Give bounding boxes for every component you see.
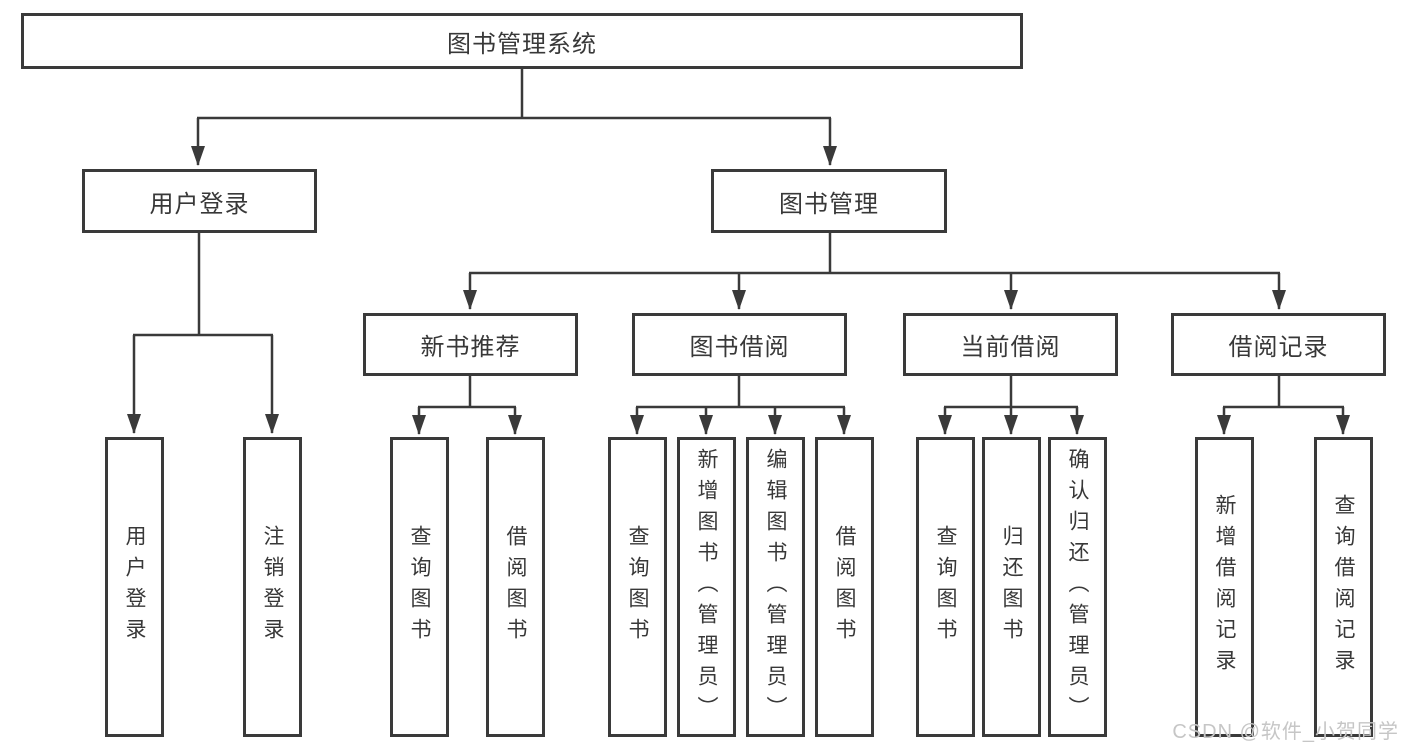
leaf-query-books-recommend: 查询图书 bbox=[390, 437, 449, 737]
leaf-user-login-label: 用户登录 bbox=[123, 525, 146, 649]
node-root-label: 图书管理系统 bbox=[447, 30, 597, 58]
node-new-book-recommend-label: 新书推荐 bbox=[420, 334, 521, 361]
node-book-borrow: 图书借阅 bbox=[632, 313, 847, 376]
leaf-borrow-books-label: 借阅图书 bbox=[833, 525, 856, 649]
leaf-query-books-borrow-label: 查询图书 bbox=[626, 525, 649, 649]
leaf-edit-books-admin: 编辑图书（管理员） bbox=[746, 437, 805, 737]
leaf-confirm-return-admin: 确认归还（管理员） bbox=[1048, 437, 1107, 737]
leaf-user-login: 用户登录 bbox=[105, 437, 164, 737]
leaf-add-books-admin: 新增图书（管理员） bbox=[677, 437, 736, 737]
leaf-query-borrow-record-label: 查询借阅记录 bbox=[1332, 494, 1355, 680]
node-current-borrow: 当前借阅 bbox=[903, 313, 1118, 376]
leaf-return-books-label: 归还图书 bbox=[1000, 525, 1023, 649]
node-book-borrow-label: 图书借阅 bbox=[689, 334, 790, 361]
node-book-management-label: 图书管理 bbox=[779, 190, 879, 218]
node-book-management: 图书管理 bbox=[711, 169, 947, 233]
leaf-logout: 注销登录 bbox=[243, 437, 302, 737]
leaf-query-books-current-label: 查询图书 bbox=[934, 525, 957, 649]
leaf-borrow-books: 借阅图书 bbox=[815, 437, 874, 737]
leaf-borrow-books-recommend-label: 借阅图书 bbox=[504, 525, 527, 649]
leaf-borrow-books-recommend: 借阅图书 bbox=[486, 437, 545, 737]
leaf-query-books-current: 查询图书 bbox=[916, 437, 975, 737]
node-new-book-recommend: 新书推荐 bbox=[363, 313, 578, 376]
leaf-add-borrow-record-label: 新增借阅记录 bbox=[1213, 494, 1236, 680]
node-user-login: 用户登录 bbox=[82, 169, 317, 233]
leaf-confirm-return-admin-label: 确认归还（管理员） bbox=[1066, 447, 1089, 727]
watermark: CSDN @软件_小贺同学 bbox=[1172, 721, 1399, 743]
leaf-edit-books-admin-label: 编辑图书（管理员） bbox=[764, 447, 787, 727]
leaf-query-books-recommend-label: 查询图书 bbox=[408, 525, 431, 649]
leaf-query-borrow-record: 查询借阅记录 bbox=[1314, 437, 1373, 737]
node-user-login-label: 用户登录 bbox=[149, 190, 250, 218]
leaf-logout-label: 注销登录 bbox=[261, 525, 284, 649]
leaf-query-books-borrow: 查询图书 bbox=[608, 437, 667, 737]
node-borrow-records-label: 借阅记录 bbox=[1228, 334, 1329, 361]
leaf-return-books: 归还图书 bbox=[982, 437, 1041, 737]
leaf-add-books-admin-label: 新增图书（管理员） bbox=[695, 447, 718, 727]
node-borrow-records: 借阅记录 bbox=[1171, 313, 1386, 376]
node-root: 图书管理系统 bbox=[21, 13, 1023, 69]
node-current-borrow-label: 当前借阅 bbox=[960, 334, 1061, 361]
leaf-add-borrow-record: 新增借阅记录 bbox=[1195, 437, 1254, 737]
